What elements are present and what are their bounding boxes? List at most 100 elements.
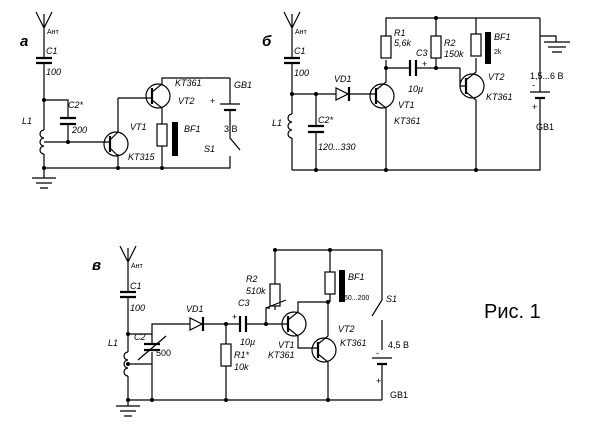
l1-label: L1 <box>272 118 282 128</box>
inductor-l1-symbol <box>39 129 45 155</box>
vt2-type: KT361 <box>486 92 513 102</box>
circuit-a: а Ант C1 100 C2* 200 L1 <box>20 11 252 189</box>
vd1-label: VD1 <box>186 304 204 314</box>
c3-plus: + <box>422 59 427 69</box>
variable-capacitor-c2-symbol <box>137 335 167 361</box>
r2-label: R2 <box>246 274 258 284</box>
r1-label: R1* <box>234 350 250 360</box>
headphone-bf1-symbol <box>470 32 491 64</box>
inductor-l1-symbol <box>287 113 293 139</box>
gb1-label: GB1 <box>234 80 252 90</box>
capacitor-c1-symbol <box>120 290 136 334</box>
gb1-plus: + <box>532 102 537 112</box>
c3-value: 10µ <box>240 337 255 347</box>
antenna-icon <box>283 11 301 58</box>
vt2-name: VT2 <box>488 72 505 82</box>
vt2-name: VT2 <box>178 96 195 106</box>
headphone-bf1-symbol <box>156 122 178 156</box>
capacitor-c2-symbol <box>308 124 324 134</box>
capacitor-c1-symbol <box>284 56 300 94</box>
c1-label: C1 <box>130 281 142 291</box>
capacitor-c2-symbol <box>60 116 76 126</box>
antenna-icon <box>35 11 53 58</box>
circuit-c: в Ант C1 100 L1 C2 500 <box>92 245 409 417</box>
c1-value: 100 <box>46 67 61 77</box>
diode-vd1-symbol <box>335 87 368 101</box>
gb1-plus: + <box>376 376 381 386</box>
vt1-type: KT361 <box>268 350 295 360</box>
r2-value: 510k <box>246 286 266 296</box>
bf1-label: BF1 <box>184 124 201 134</box>
vt1-type: KT361 <box>394 116 421 126</box>
c2-value: 120...330 <box>318 142 356 152</box>
capacitor-c3-symbol <box>238 316 248 332</box>
r1-label: R1 <box>394 28 406 38</box>
gb1-label: GB1 <box>390 390 408 400</box>
s1-label: S1 <box>386 294 397 304</box>
c1-value: 100 <box>130 303 145 313</box>
r1-value: 10k <box>234 362 249 372</box>
c3-label: C3 <box>416 48 428 58</box>
bf1-value: 2k <box>494 49 502 56</box>
resistor-r2-symbol <box>430 35 442 59</box>
resistor-r2-symbol <box>265 283 287 310</box>
inductor-l1-symbol <box>123 351 129 377</box>
vt1-name: VT1 <box>130 122 147 132</box>
resistor-r1-symbol <box>220 343 232 367</box>
circuit-c-letter: в <box>92 257 101 274</box>
switch-s1-symbol <box>162 118 241 169</box>
c2-label: C2* <box>318 115 334 125</box>
battery-gb1-symbol <box>292 91 550 171</box>
l1-label: L1 <box>22 116 32 126</box>
diode-vd1-symbol <box>189 317 240 331</box>
switch-s1-symbol <box>371 250 383 350</box>
transistor-vt2-symbol <box>306 302 337 400</box>
c2-label: C2 <box>134 332 146 342</box>
l1-label: L1 <box>108 338 118 348</box>
s1-label: S1 <box>204 144 215 154</box>
vt1-name: VT1 <box>278 340 295 350</box>
c1-label: C1 <box>46 46 58 56</box>
ground-icon <box>32 168 56 189</box>
transistor-vt1-symbol <box>281 301 330 349</box>
vt2-name: VT2 <box>338 324 355 334</box>
circuit-a-letter: а <box>20 33 28 50</box>
transistor-vt1-symbol <box>368 68 395 170</box>
gb1-plus: + <box>210 96 215 106</box>
c1-value: 100 <box>294 68 309 78</box>
c3-value: 10µ <box>408 84 423 94</box>
c2-value: 500 <box>156 348 171 358</box>
battery-gb1-symbol <box>220 103 240 118</box>
r2-value: 150k <box>444 49 464 59</box>
circuit-b: б Ант C1 100 L1 C2* 120...330 <box>262 11 570 172</box>
gb1-minus: - <box>532 80 535 90</box>
resistor-r1-symbol <box>380 35 392 59</box>
c3-plus: + <box>232 312 237 322</box>
voltage-label: 3 В <box>224 124 238 134</box>
ground-icon <box>540 35 570 53</box>
figure-caption: Рис. 1 <box>484 301 541 323</box>
antenna-label: Ант <box>131 263 144 270</box>
vt2-type: KT361 <box>175 78 202 88</box>
headphone-bf1-symbol <box>324 270 345 302</box>
r1-value: 5,6k <box>394 38 412 48</box>
gb1-minus: - <box>376 348 379 358</box>
vt1-name: VT1 <box>398 100 415 110</box>
voltage-label: 4,5 В <box>388 340 409 350</box>
voltage-label: 1,5...6 В <box>530 71 564 81</box>
c1-label: C1 <box>294 46 306 56</box>
ground-icon <box>116 400 140 417</box>
circuit-b-letter: б <box>262 33 272 50</box>
antenna-icon <box>119 245 137 292</box>
capacitor-c1-symbol <box>36 56 52 100</box>
vd1-label: VD1 <box>334 74 352 84</box>
antenna-label: Ант <box>47 29 60 36</box>
capacitor-c3-symbol <box>408 60 418 76</box>
bf1-value: 50...200 <box>344 295 369 302</box>
bf1-label: BF1 <box>348 272 365 282</box>
c3-label: C3 <box>238 298 250 308</box>
r2-label: R2 <box>444 38 456 48</box>
transistor-vt1-symbol <box>100 98 129 157</box>
c2-value: 200 <box>71 125 87 135</box>
